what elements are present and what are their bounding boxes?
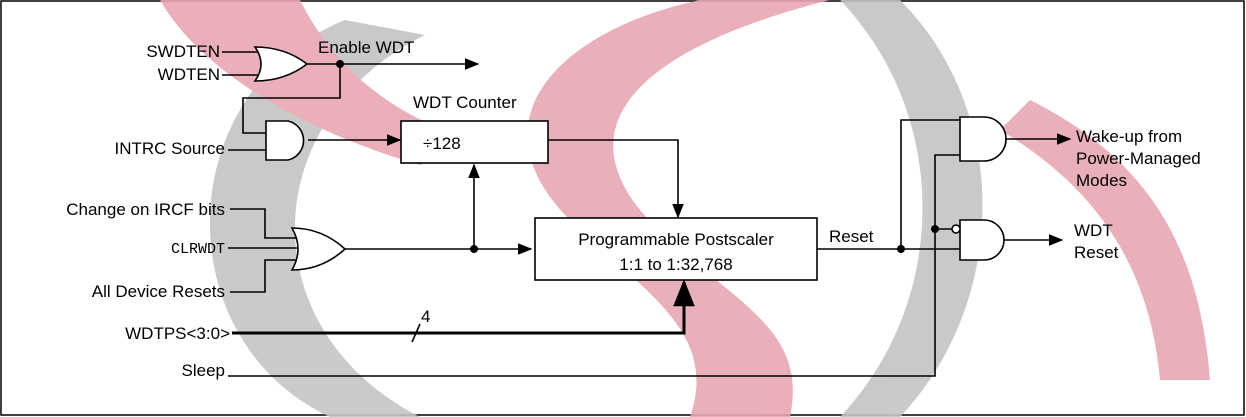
or-gate-enable	[222, 46, 309, 82]
watermark-gray-arc	[209, 20, 425, 417]
wdt-reset-label-2: Reset	[1074, 243, 1119, 262]
change-on-ircf-label: Change on IRCF bits	[66, 200, 225, 219]
sleep-wire	[228, 154, 960, 377]
enable-wdt-label: Enable WDT	[318, 38, 414, 57]
reset-label: Reset	[829, 227, 874, 246]
watermark-pink-swoosh-left	[160, 0, 470, 165]
all-device-resets-label: All Device Resets	[92, 282, 225, 301]
reset-to-wakeup-wire	[900, 119, 960, 249]
wdten-label: WDTEN	[158, 65, 220, 84]
wakeup-label-1: Wake-up from	[1076, 127, 1182, 146]
watermark-pink-swoosh-right	[1000, 100, 1210, 380]
ircf-wire	[230, 208, 300, 239]
or-gate-clear	[290, 227, 347, 271]
wdtps-label: WDTPS<3:0>	[125, 324, 230, 343]
wdt-reset-label-1: WDT	[1074, 221, 1113, 240]
wdt-counter-title: WDT Counter	[413, 93, 517, 112]
wdt-counter-value: ÷128	[423, 134, 461, 153]
intrc-source-label: INTRC Source	[114, 139, 225, 158]
postscaler-title: Programmable Postscaler	[578, 230, 774, 249]
wakeup-label-2: Power-Managed	[1076, 149, 1201, 168]
wakeup-label-3: Modes	[1076, 171, 1127, 190]
postscaler-range: 1:1 to 1:32,768	[619, 255, 732, 274]
watermark-pink-s	[527, 0, 830, 417]
postscaler-box	[534, 217, 818, 281]
and-gate-intrc	[228, 120, 305, 161]
counter-to-postscaler-wire	[548, 139, 684, 219]
wdt-counter-box	[400, 120, 549, 164]
inverter-bubble	[951, 224, 961, 234]
bus-width-label: 4	[421, 307, 430, 326]
and-gate-wdt-reset	[951, 219, 1005, 261]
wdtps-bus	[232, 279, 695, 335]
sleep-label: Sleep	[182, 361, 225, 380]
swdten-label: SWDTEN	[146, 42, 220, 61]
watermark-logo	[160, 0, 1210, 417]
bus-slash	[411, 323, 421, 343]
and-gate-wakeup	[959, 116, 1007, 162]
resets-wire	[230, 259, 300, 293]
clrwdt-label: CLRWDT	[171, 241, 225, 258]
enable-feedback-wire	[242, 64, 341, 134]
watermark-gray-arc-right	[840, 0, 983, 417]
